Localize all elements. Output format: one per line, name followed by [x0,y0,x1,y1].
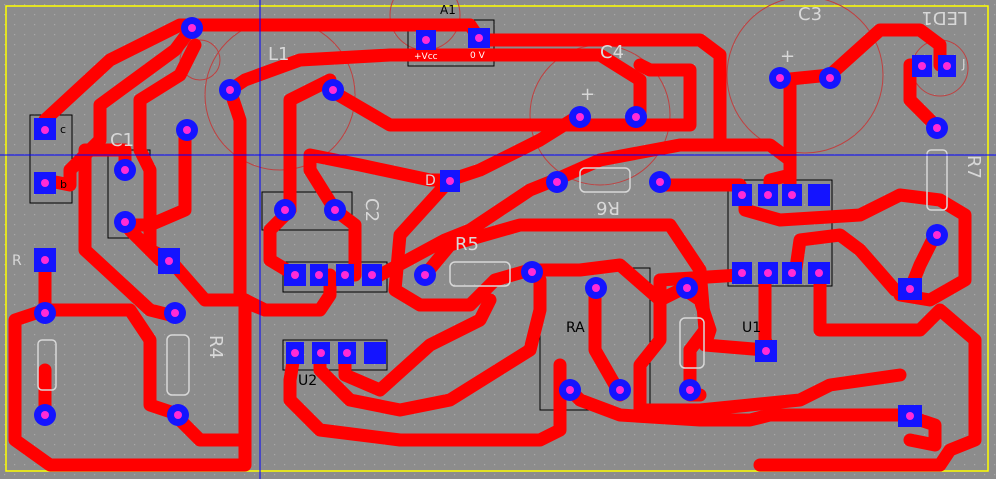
label-q-c: c [60,123,66,136]
label-c3: C3 [798,4,822,25]
label-0v: 0 V [470,51,486,61]
label-r4: R4 [205,335,226,359]
label-c1: C1 [110,130,134,151]
label-r7: R7 [963,155,984,179]
label-r6: R6 [596,197,620,218]
label-a1: A1 [440,3,456,17]
label-d: D [425,173,436,189]
pads-square[interactable] [34,28,956,427]
label-ra: RA [566,320,585,336]
label-r5: R5 [455,234,479,255]
label-u2: U2 [298,373,317,389]
label-plus-c3: + [780,46,795,67]
label-q-b: b [60,178,67,191]
label-vcc: +Vcc [414,52,438,62]
label-c2: C2 [361,198,382,222]
board-outline [5,5,989,472]
label-u1: U1 [742,320,761,336]
pad [808,184,830,206]
silkscreen-labels: A1 +Vcc 0 V C1 C2 C3 C4 R4 R5 R6 R7 LED1… [12,3,984,389]
label-r-left: R [12,253,22,269]
label-plus-c4: + [580,84,595,105]
via-holes [41,24,951,420]
silkscreen-bodies [37,149,948,396]
label-j1: J [961,57,966,71]
label-led1: LED1 [921,7,968,28]
label-c4: C4 [600,42,624,63]
label-l1: L1 [268,44,289,65]
pad [364,342,386,364]
